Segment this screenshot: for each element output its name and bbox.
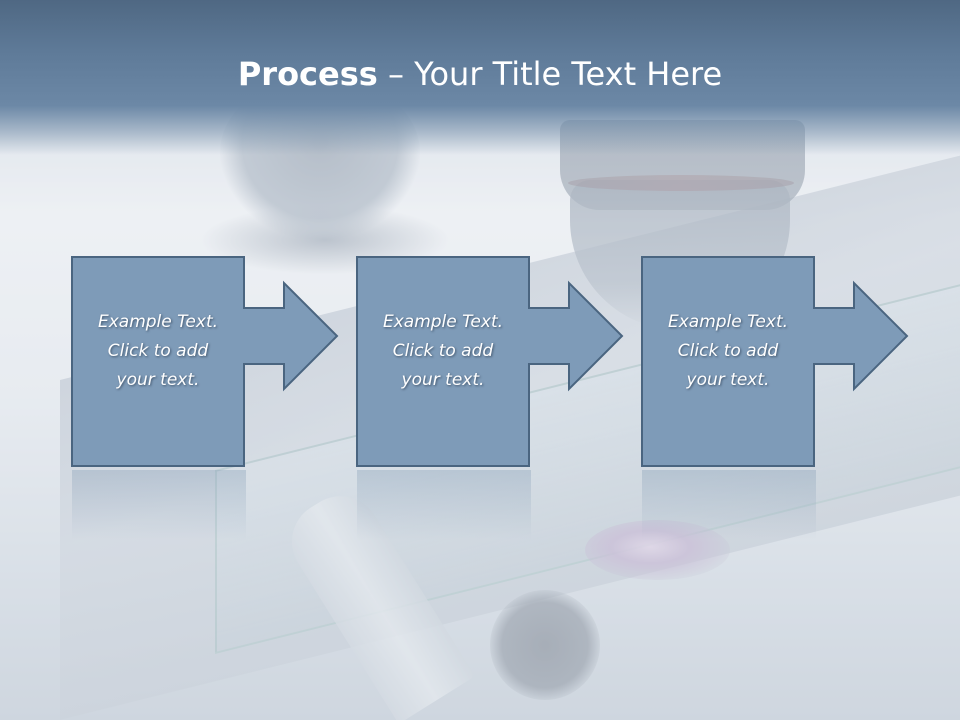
step-text-line: Example Text. (382, 312, 504, 332)
process-step-3[interactable]: Example Text. Click to add your text. (641, 256, 911, 468)
slide-title[interactable]: Process – Your Title Text Here (0, 52, 960, 96)
specimen-image (585, 520, 730, 580)
right-arrow-callout-shape (356, 256, 624, 467)
step-text-line: Example Text. (97, 312, 219, 332)
step-2-text[interactable]: Example Text. Click to add your text. (362, 308, 524, 395)
step-1-reflection (72, 470, 246, 540)
focus-knob-image (490, 590, 600, 700)
process-step-1[interactable]: Example Text. Click to add your text. (71, 256, 341, 468)
step-1-text[interactable]: Example Text. Click to add your text. (77, 308, 239, 395)
title-rest-text: – Your Title Text Here (377, 55, 723, 93)
step-text-line: your text. (116, 370, 200, 390)
title-strong-text: Process (237, 55, 378, 93)
title-bar: Process – Your Title Text Here (0, 0, 960, 155)
step-text-line: your text. (401, 370, 485, 390)
process-step-2[interactable]: Example Text. Click to add your text. (356, 256, 626, 468)
step-text-line: Click to add (107, 341, 209, 361)
step-text-line: Click to add (392, 341, 494, 361)
step-text-line: Click to add (677, 341, 779, 361)
right-arrow-callout-shape (71, 256, 339, 467)
step-text-line: Example Text. (667, 312, 789, 332)
step-3-text[interactable]: Example Text. Click to add your text. (647, 308, 809, 395)
step-2-reflection (357, 470, 531, 540)
right-arrow-callout-shape (641, 256, 909, 467)
objective-ring-image (568, 175, 794, 191)
step-text-line: your text. (686, 370, 770, 390)
step-3-reflection (642, 470, 816, 540)
